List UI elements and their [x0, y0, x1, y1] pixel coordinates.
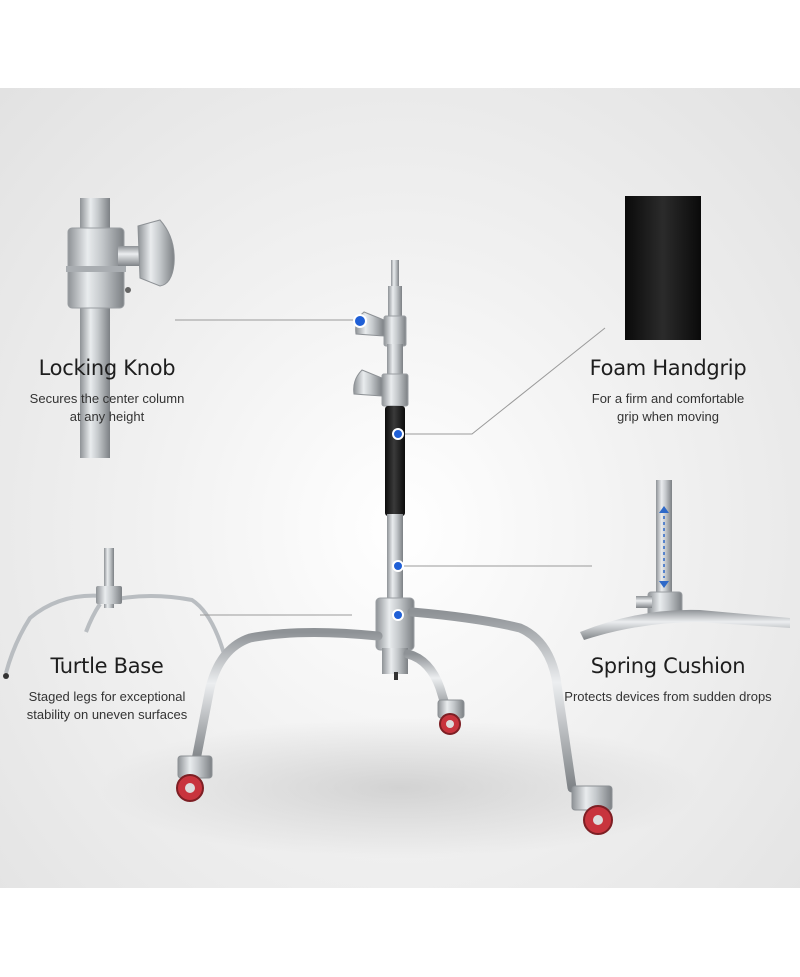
caster-left [176, 755, 213, 802]
turtle-base-closeup [3, 548, 226, 679]
foam-handgrip-closeup [625, 196, 701, 340]
floor-shadow [100, 718, 700, 858]
feature-turtle-base: Turtle Base Staged legs for exceptional … [22, 654, 192, 724]
feature-title: Foam Handgrip [589, 356, 747, 380]
marker-spring-cushion [392, 560, 404, 572]
feature-description: For a firm and comfortable grip when mov… [591, 391, 745, 424]
c-stand-main [176, 260, 613, 835]
feature-spring-cushion: Spring Cushion Protects devices from sud… [556, 654, 780, 706]
feature-title: Spring Cushion [590, 654, 746, 678]
marker-foam-handgrip [392, 428, 404, 440]
feature-description: Staged legs for exceptional stability on… [26, 689, 188, 722]
feature-locking-knob: Locking Knob Secures the center column a… [22, 356, 192, 426]
feature-title: Turtle Base [50, 654, 164, 678]
feature-description: Protects devices from sudden drops [564, 689, 772, 704]
spring-cushion-closeup [580, 480, 790, 640]
marker-turtle-base [392, 609, 404, 621]
marker-locking-knob [353, 314, 367, 328]
locking-knob-closeup [66, 198, 175, 458]
caster-middle [437, 699, 465, 735]
feature-foam-handgrip: Foam Handgrip For a firm and comfortable… [582, 356, 754, 426]
product-panel: Locking Knob Secures the center column a… [0, 88, 800, 888]
c-stand-illustration [3, 196, 790, 858]
feature-description: Secures the center column at any height [29, 391, 185, 424]
foam-handgrip-pointer-line [404, 327, 606, 435]
feature-title: Locking Knob [38, 356, 176, 380]
caster-right [571, 785, 613, 835]
